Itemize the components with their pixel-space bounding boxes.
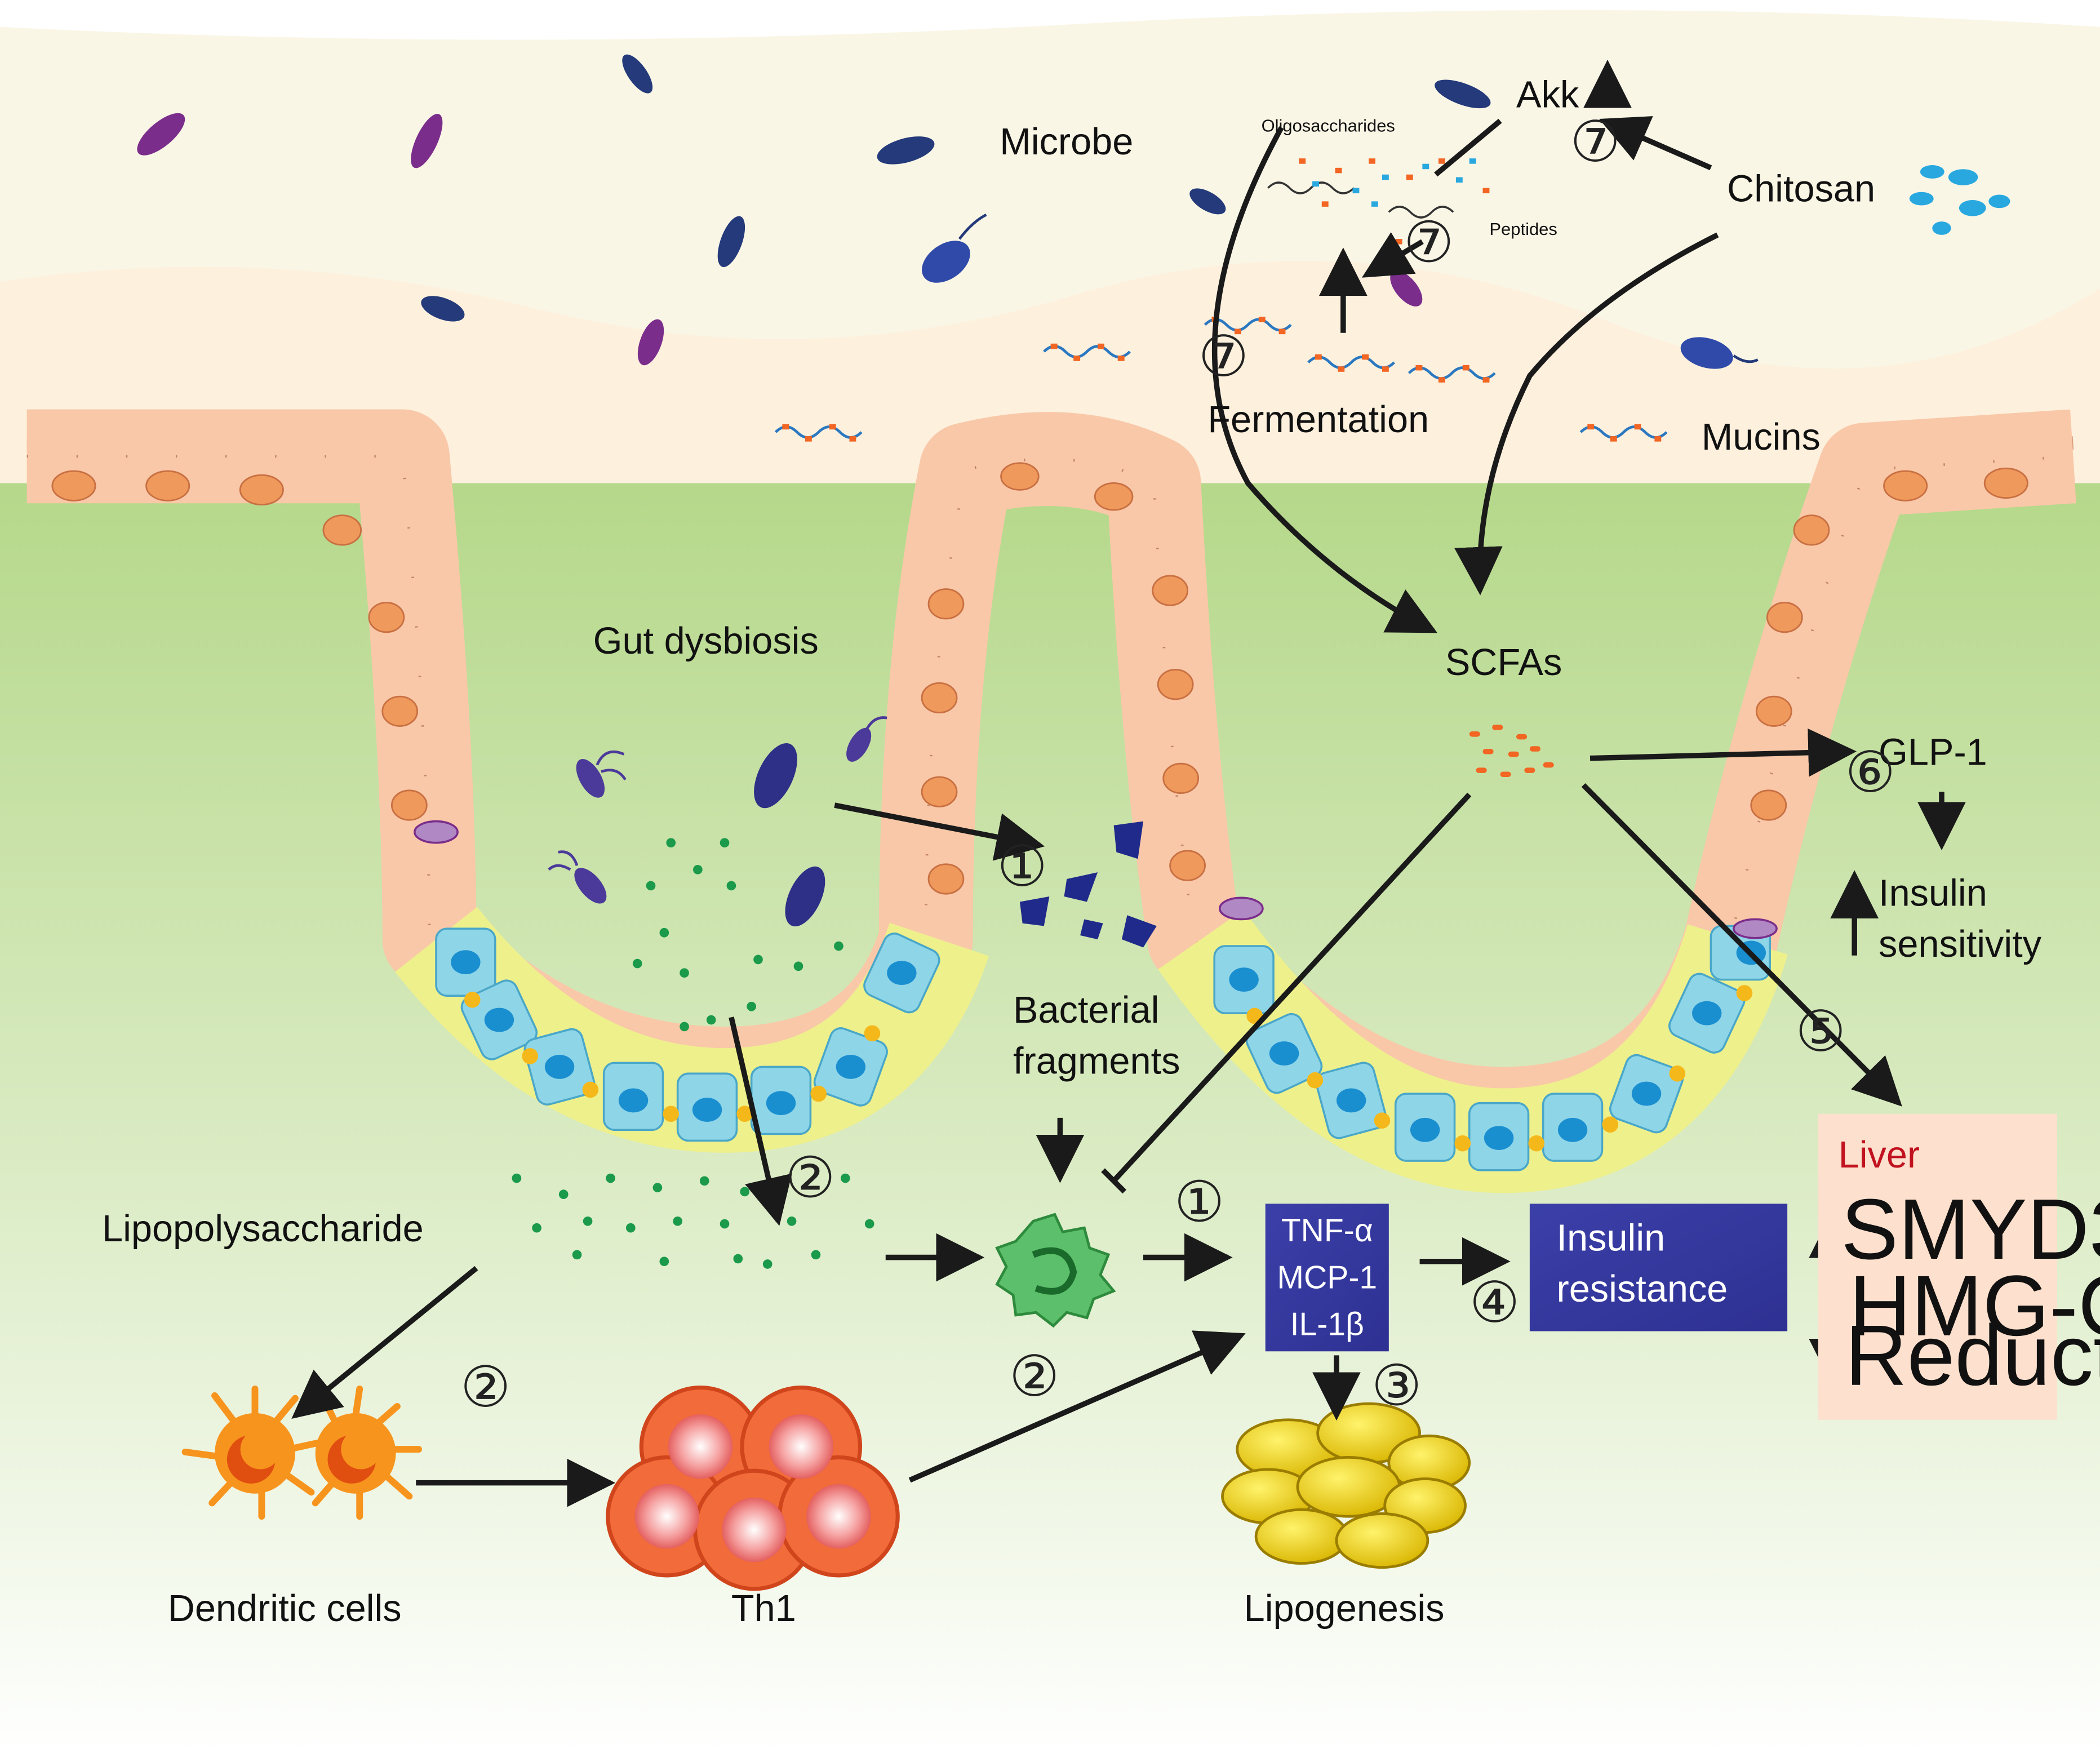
scfa-fragments <box>1469 725 1554 778</box>
label-peptides: Peptides <box>1489 219 1557 239</box>
diagram-labels: Microbe Akk Oligosaccharides Peptides Ch… <box>102 74 2042 1630</box>
bacterium-purple <box>1390 270 1423 307</box>
chitosan-particles <box>1909 165 2010 235</box>
step-4-insulin: ④ <box>1469 1269 1520 1335</box>
flagellum <box>958 214 987 240</box>
step-2-th1: ② <box>1009 1343 1060 1409</box>
label-insulin-sensitivity-line1: Insulin <box>1879 873 1987 914</box>
label-chitosan: Chitosan <box>1727 168 1875 210</box>
bacterium-navy <box>877 136 935 165</box>
label-gut-dysbiosis: Gut dysbiosis <box>593 620 819 662</box>
step-2-dendritic: ② <box>460 1354 511 1420</box>
insulin-resistance-box: Insulin resistance <box>1529 1204 1788 1331</box>
label-akk: Akk <box>1516 74 1579 116</box>
step-5-liver: ⑤ <box>1795 998 1846 1064</box>
bacterium-navy <box>1189 188 1226 215</box>
cytokine-mcp1: MCP-1 <box>1277 1259 1377 1295</box>
dendritic-cells-icon <box>181 1386 422 1520</box>
crypt-base-cells-left <box>395 907 989 1153</box>
liver-hmg-coa: HMG-CoA <box>1849 1258 2100 1354</box>
label-lipogenesis: Lipogenesis <box>1244 1588 1445 1630</box>
adipocytes-icon <box>1221 1402 1471 1569</box>
label-lipopolysaccharide: Lipopolysaccharide <box>102 1208 424 1250</box>
liver-reductase: Reductase <box>1845 1308 2100 1404</box>
label-glp1: GLP-1 <box>1879 732 1987 774</box>
label-scfas: SCFAs <box>1445 642 1562 683</box>
bacterium-purple <box>411 114 443 168</box>
label-microbe: Microbe <box>1000 121 1133 163</box>
bacterium-navy <box>622 54 653 94</box>
cytokine-box: TNF-α MCP-1 IL-1β <box>1265 1204 1389 1352</box>
label-mucins: Mucins <box>1702 416 1821 458</box>
crypt-base-cells-right <box>1158 909 1788 1193</box>
label-dendritic-cells: Dendritic cells <box>168 1588 402 1630</box>
bacterium-purple <box>637 319 664 366</box>
flagellum <box>1733 354 1759 363</box>
bacterium-navy <box>1680 337 1733 369</box>
cytokine-tnf-alpha: TNF-α <box>1281 1213 1373 1249</box>
bacterium-purple <box>137 113 185 156</box>
pathway-arrows <box>291 59 1966 1507</box>
step-3-lipogenesis: ③ <box>1371 1353 1422 1419</box>
bacterium-navy <box>421 296 465 322</box>
cytokine-il1-beta: IL-1β <box>1290 1307 1364 1343</box>
liver-box: Liver SMYD3 HMG-CoA Reductase <box>1818 1113 2100 1420</box>
lumen-microbes <box>137 54 1759 369</box>
dysbiosis-microbes <box>548 716 887 927</box>
insulin-resistance-line2: resistance <box>1557 1268 1728 1310</box>
bacterium-navy <box>1435 79 1491 109</box>
liver-smyd3: SMYD3 <box>1841 1182 2100 1277</box>
step-1-macrophage: ① <box>1174 1169 1225 1235</box>
lps-dots-lumen <box>632 838 843 1032</box>
step-7-akk: ⑦ <box>1570 109 1620 175</box>
insulin-resistance-line1: Insulin <box>1557 1218 1666 1259</box>
macrophage-icon <box>995 1213 1116 1328</box>
th1-cells-icon <box>606 1386 900 1591</box>
label-insulin-sensitivity-line2: sensitivity <box>1879 924 2042 965</box>
label-th1: Th1 <box>731 1588 796 1630</box>
mucin-strands <box>774 317 1668 442</box>
liver-title: Liver <box>1839 1134 1920 1176</box>
step-6-glp1: ⑥ <box>1845 739 1896 805</box>
bacterial-fragments <box>1019 821 1157 948</box>
label-bacterial-fragments-line2: fragments <box>1013 1040 1180 1082</box>
label-oligosaccharides: Oligosaccharides <box>1262 116 1395 136</box>
goblet-cells <box>414 820 1778 939</box>
step-numbers: ⑦ ⑦ ⑦ ⑥ ⑤ ① ② ① ④ ③ ② ② <box>460 109 1895 1420</box>
step-7-fermentation: ⑦ <box>1198 323 1249 389</box>
step-1-fragments: ① <box>997 833 1047 899</box>
bacterium-navy <box>922 241 970 283</box>
label-fermentation: Fermentation <box>1207 399 1429 441</box>
step-2-lps: ② <box>785 1144 836 1210</box>
label-bacterial-fragments-line1: Bacterial <box>1013 989 1159 1031</box>
mucus-layer <box>0 260 2100 483</box>
bacterium-navy <box>717 216 745 268</box>
step-7-peptides: ⑦ <box>1404 210 1454 276</box>
